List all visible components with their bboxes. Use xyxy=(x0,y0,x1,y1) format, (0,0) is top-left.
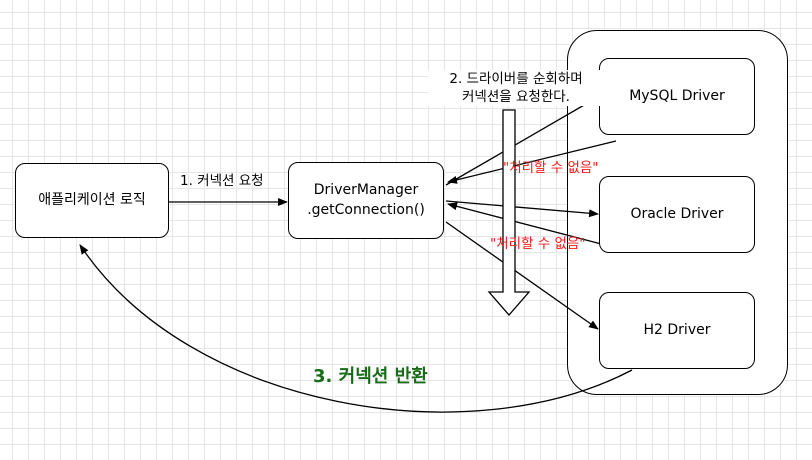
return-arrow xyxy=(79,244,633,413)
mysql-driver-box: MySQL Driver xyxy=(599,58,755,135)
to-h2-arrow xyxy=(445,221,599,330)
iterate-label: 2. 드라이버를 순회하며 커넥션을 요청한다. xyxy=(428,70,604,107)
cannot-handle-label-oracle: "처리할 수 없음" xyxy=(490,236,586,252)
iterate-label-line1: 2. 드라이버를 순회하며 xyxy=(449,71,583,87)
oracle-driver-label: Oracle Driver xyxy=(630,205,724,222)
app-logic-box: 애플리케이션 로직 xyxy=(15,163,169,238)
mysql-reject-arrow xyxy=(447,140,617,184)
to-oracle-arrow xyxy=(445,200,599,218)
oracle-driver-box: Oracle Driver xyxy=(599,176,755,253)
driver-manager-line1: DriverManager xyxy=(313,181,419,198)
h2-driver-label: H2 Driver xyxy=(643,321,711,338)
to-mysql-arrow xyxy=(445,96,599,186)
driver-manager-line2: .getConnection() xyxy=(307,201,425,218)
request-label: 1. 커넥션 요청 xyxy=(180,173,264,189)
iterate-label-line2: 커넥션을 요청한다. xyxy=(462,89,570,106)
cannot-handle-label-mysql: "처리할 수 없음" xyxy=(503,160,599,176)
app-logic-label: 애플리케이션 로직 xyxy=(38,191,146,208)
h2-driver-box: H2 Driver xyxy=(599,292,755,369)
mysql-driver-label: MySQL Driver xyxy=(629,87,725,104)
driver-manager-box: DriverManager .getConnection() xyxy=(288,162,444,239)
return-connection-label: 3. 커넥션 반환 xyxy=(313,366,428,387)
iteration-direction-arrow xyxy=(487,109,531,316)
